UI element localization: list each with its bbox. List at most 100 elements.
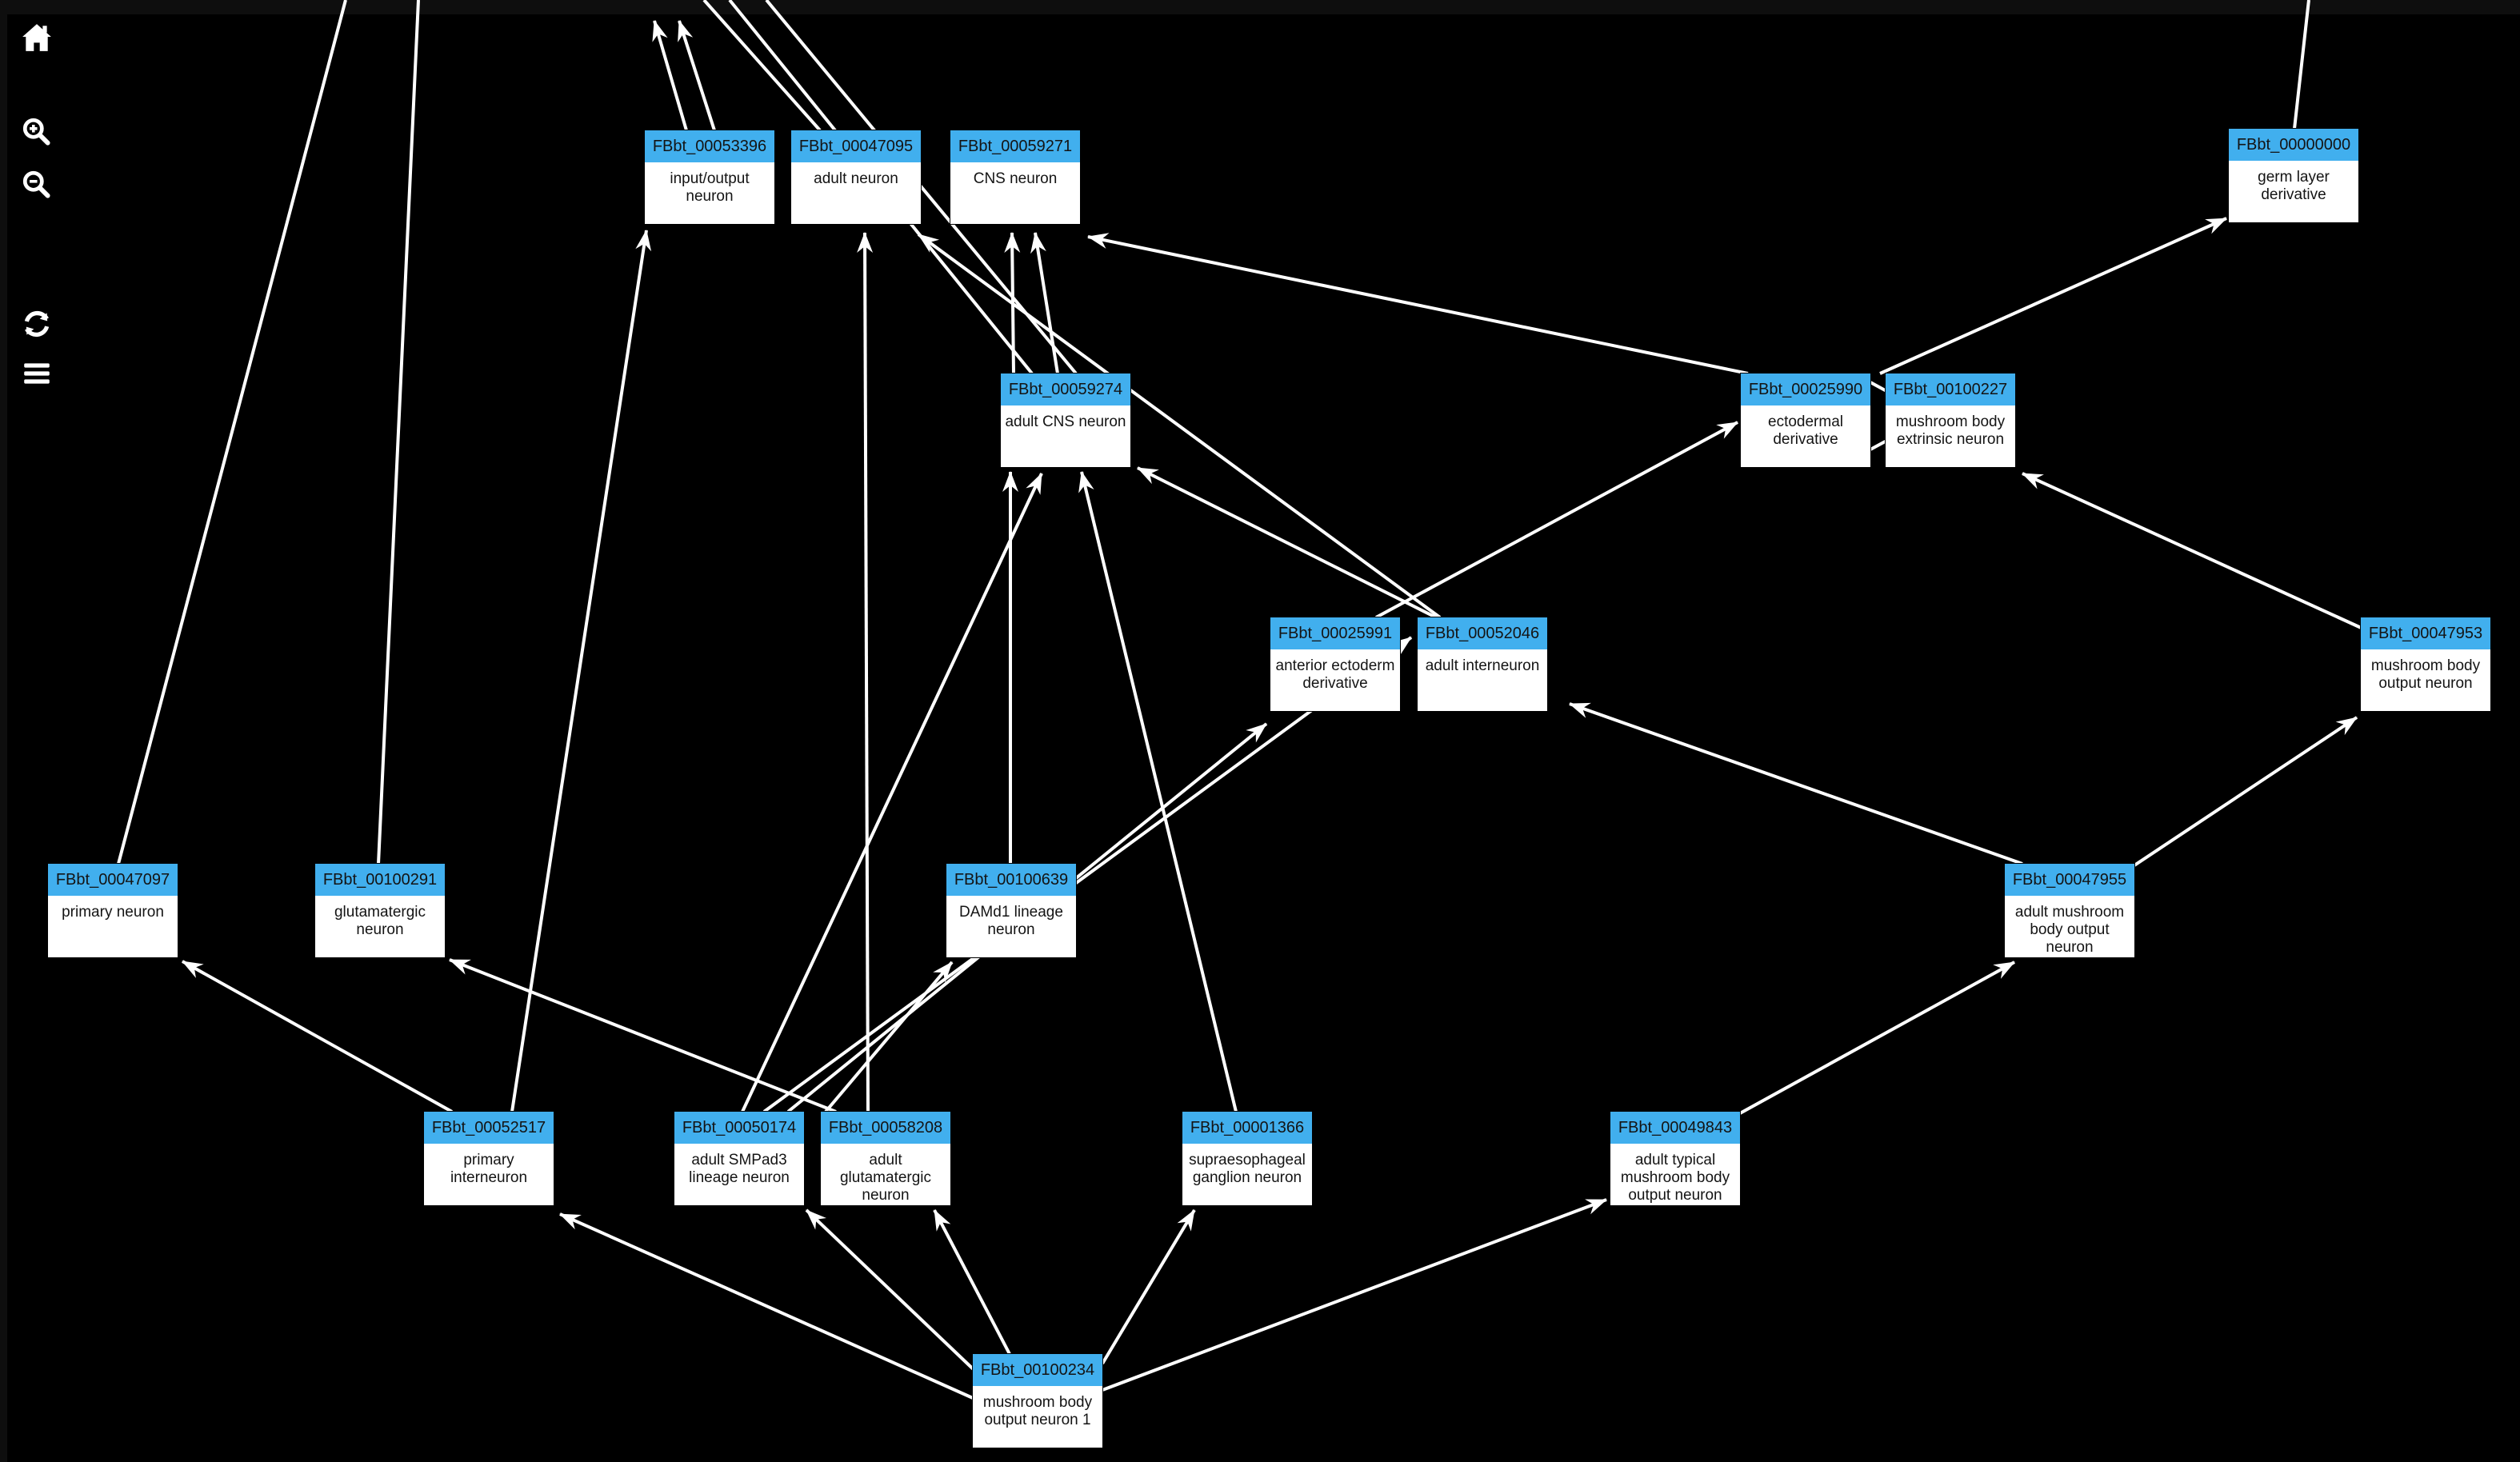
graph-node[interactable]: FBbt_00100291 glutamatergic neuron [315, 864, 445, 957]
node-header[interactable]: FBbt_00059274 [1001, 373, 1130, 405]
node-body[interactable]: mushroom body extrinsic neuron [1886, 405, 2015, 467]
node-header[interactable]: FBbt_00000000 [2229, 129, 2358, 161]
node-header[interactable]: FBbt_00001366 [1182, 1112, 1312, 1144]
node-header[interactable]: FBbt_00049843 [1610, 1112, 1740, 1144]
edge-FBbt_00050174-to-FBbt_00052046 [762, 636, 1413, 1113]
node-body[interactable]: adult neuron [791, 162, 921, 224]
node-body[interactable]: input/output neuron [645, 162, 774, 224]
node-id: FBbt_00025991 [1278, 624, 1393, 642]
edge-FBbt_00052517-to-FBbt_00053396 [510, 230, 652, 1112]
node-label: input/output neuron [670, 170, 750, 205]
node-header[interactable]: FBbt_00047955 [2005, 864, 2134, 896]
refresh-button[interactable] [19, 307, 54, 342]
node-id: FBbt_00047955 [2012, 870, 2127, 889]
node-body[interactable]: mushroom body output neuron 1 [973, 1386, 1102, 1448]
node-label: ectodermal derivative [1768, 413, 1843, 448]
node-label: germ layer derivative [2258, 169, 2330, 203]
node-body[interactable]: primary interneuron [424, 1144, 554, 1205]
edge-FBbt_00100234-to-FBbt_00052517 [559, 1212, 974, 1400]
graph-node[interactable]: FBbt_00025991 anterior ectoderm derivativ… [1270, 617, 1400, 711]
refresh-icon [21, 308, 53, 342]
node-body[interactable]: germ layer derivative [2229, 161, 2358, 222]
left-strip [0, 0, 7, 1462]
node-header[interactable]: FBbt_00047953 [2361, 617, 2490, 649]
node-body[interactable]: mushroom body output neuron [2361, 649, 2490, 711]
node-body[interactable]: adult SMPad3 lineage neuron [674, 1144, 804, 1205]
node-header[interactable]: FBbt_00050174 [674, 1112, 804, 1144]
node-label: adult interneuron [1425, 657, 1540, 674]
node-header[interactable]: FBbt_00052046 [1418, 617, 1547, 649]
edge-FBbt_00000000-to-offscreen-top [2293, 0, 2310, 130]
node-id: FBbt_00052517 [431, 1118, 546, 1136]
graph-node[interactable]: FBbt_00025990 ectodermal derivative [1741, 373, 1870, 467]
edge-FBbt_00053396-to-offscreen-top [678, 20, 716, 131]
node-id: FBbt_00100291 [322, 870, 438, 889]
zoom-in-button[interactable] [19, 115, 54, 150]
node-body[interactable]: ectodermal derivative [1741, 405, 1870, 467]
edge-FBbt_00100234-to-FBbt_00049843 [1102, 1198, 1607, 1392]
toolbar [19, 21, 54, 392]
node-header[interactable]: FBbt_00100227 [1886, 373, 2015, 405]
node-header[interactable]: FBbt_00025990 [1741, 373, 1870, 405]
zoom-out-button[interactable] [19, 168, 54, 203]
node-header[interactable]: FBbt_00047097 [48, 864, 178, 896]
node-body[interactable]: adult mushroom body output neuron [2005, 896, 2134, 957]
node-header[interactable]: FBbt_00058208 [821, 1112, 950, 1144]
node-id: FBbt_00047095 [798, 137, 914, 155]
node-header[interactable]: FBbt_00059271 [950, 130, 1080, 162]
edge-FBbt_00025991-to-FBbt_00025990 [1375, 421, 1738, 619]
node-body[interactable]: adult typical mushroom body output neuro… [1610, 1144, 1740, 1205]
edge-FBbt_00100234-to-FBbt_00001366 [1101, 1208, 1196, 1365]
node-id: FBbt_00058208 [828, 1118, 943, 1136]
node-id: FBbt_00000000 [2236, 135, 2351, 154]
node-header[interactable]: FBbt_00100234 [973, 1354, 1102, 1386]
node-label: adult SMPad3 lineage neuron [689, 1152, 790, 1186]
node-header[interactable]: FBbt_00052517 [424, 1112, 554, 1144]
node-label: anterior ectoderm derivative [1275, 657, 1395, 692]
menu-button[interactable] [19, 357, 54, 392]
edge-FBbt_00058208-to-FBbt_00100639 [824, 961, 954, 1113]
node-body[interactable]: CNS neuron [950, 162, 1080, 224]
node-label: primary neuron [62, 904, 164, 921]
node-body[interactable]: adult glutamatergic neuron [821, 1144, 950, 1205]
node-body[interactable]: anterior ectoderm derivative [1270, 649, 1400, 711]
edge-FBbt_00100234-to-FBbt_00058208 [933, 1209, 1011, 1355]
node-header[interactable]: FBbt_00053396 [645, 130, 774, 162]
node-header[interactable]: FBbt_00100291 [315, 864, 445, 896]
node-body[interactable]: adult CNS neuron [1001, 405, 1130, 467]
edge-FBbt_00050174-to-FBbt_00059274 [741, 473, 1043, 1112]
edge-FBbt_00025990-to-FBbt_00059271 [1087, 233, 1749, 375]
node-body[interactable]: supraesophageal ganglion neuron [1182, 1144, 1312, 1205]
node-label: adult neuron [814, 170, 898, 187]
edge-FBbt_00100234-to-FBbt_00050174 [805, 1208, 982, 1377]
home-button[interactable] [19, 21, 54, 56]
node-header[interactable]: FBbt_00025991 [1270, 617, 1400, 649]
node-header[interactable]: FBbt_00047095 [791, 130, 921, 162]
node-label: glutamatergic neuron [334, 904, 426, 938]
graph-node[interactable]: FBbt_00100234 mushroom body output neuron… [973, 1354, 1102, 1448]
edge-FBbt_00047955-to-FBbt_00047953 [2133, 716, 2358, 867]
node-id: FBbt_00100234 [980, 1360, 1095, 1379]
node-header[interactable]: FBbt_00100639 [946, 864, 1076, 896]
node-body[interactable]: glutamatergic neuron [315, 896, 445, 957]
node-body[interactable]: primary neuron [48, 896, 178, 957]
node-body[interactable]: adult interneuron [1418, 649, 1547, 711]
graph-node[interactable]: FBbt_00053396 input/output neuron [645, 130, 774, 224]
node-body[interactable]: DAMd1 lineage neuron [946, 896, 1076, 957]
